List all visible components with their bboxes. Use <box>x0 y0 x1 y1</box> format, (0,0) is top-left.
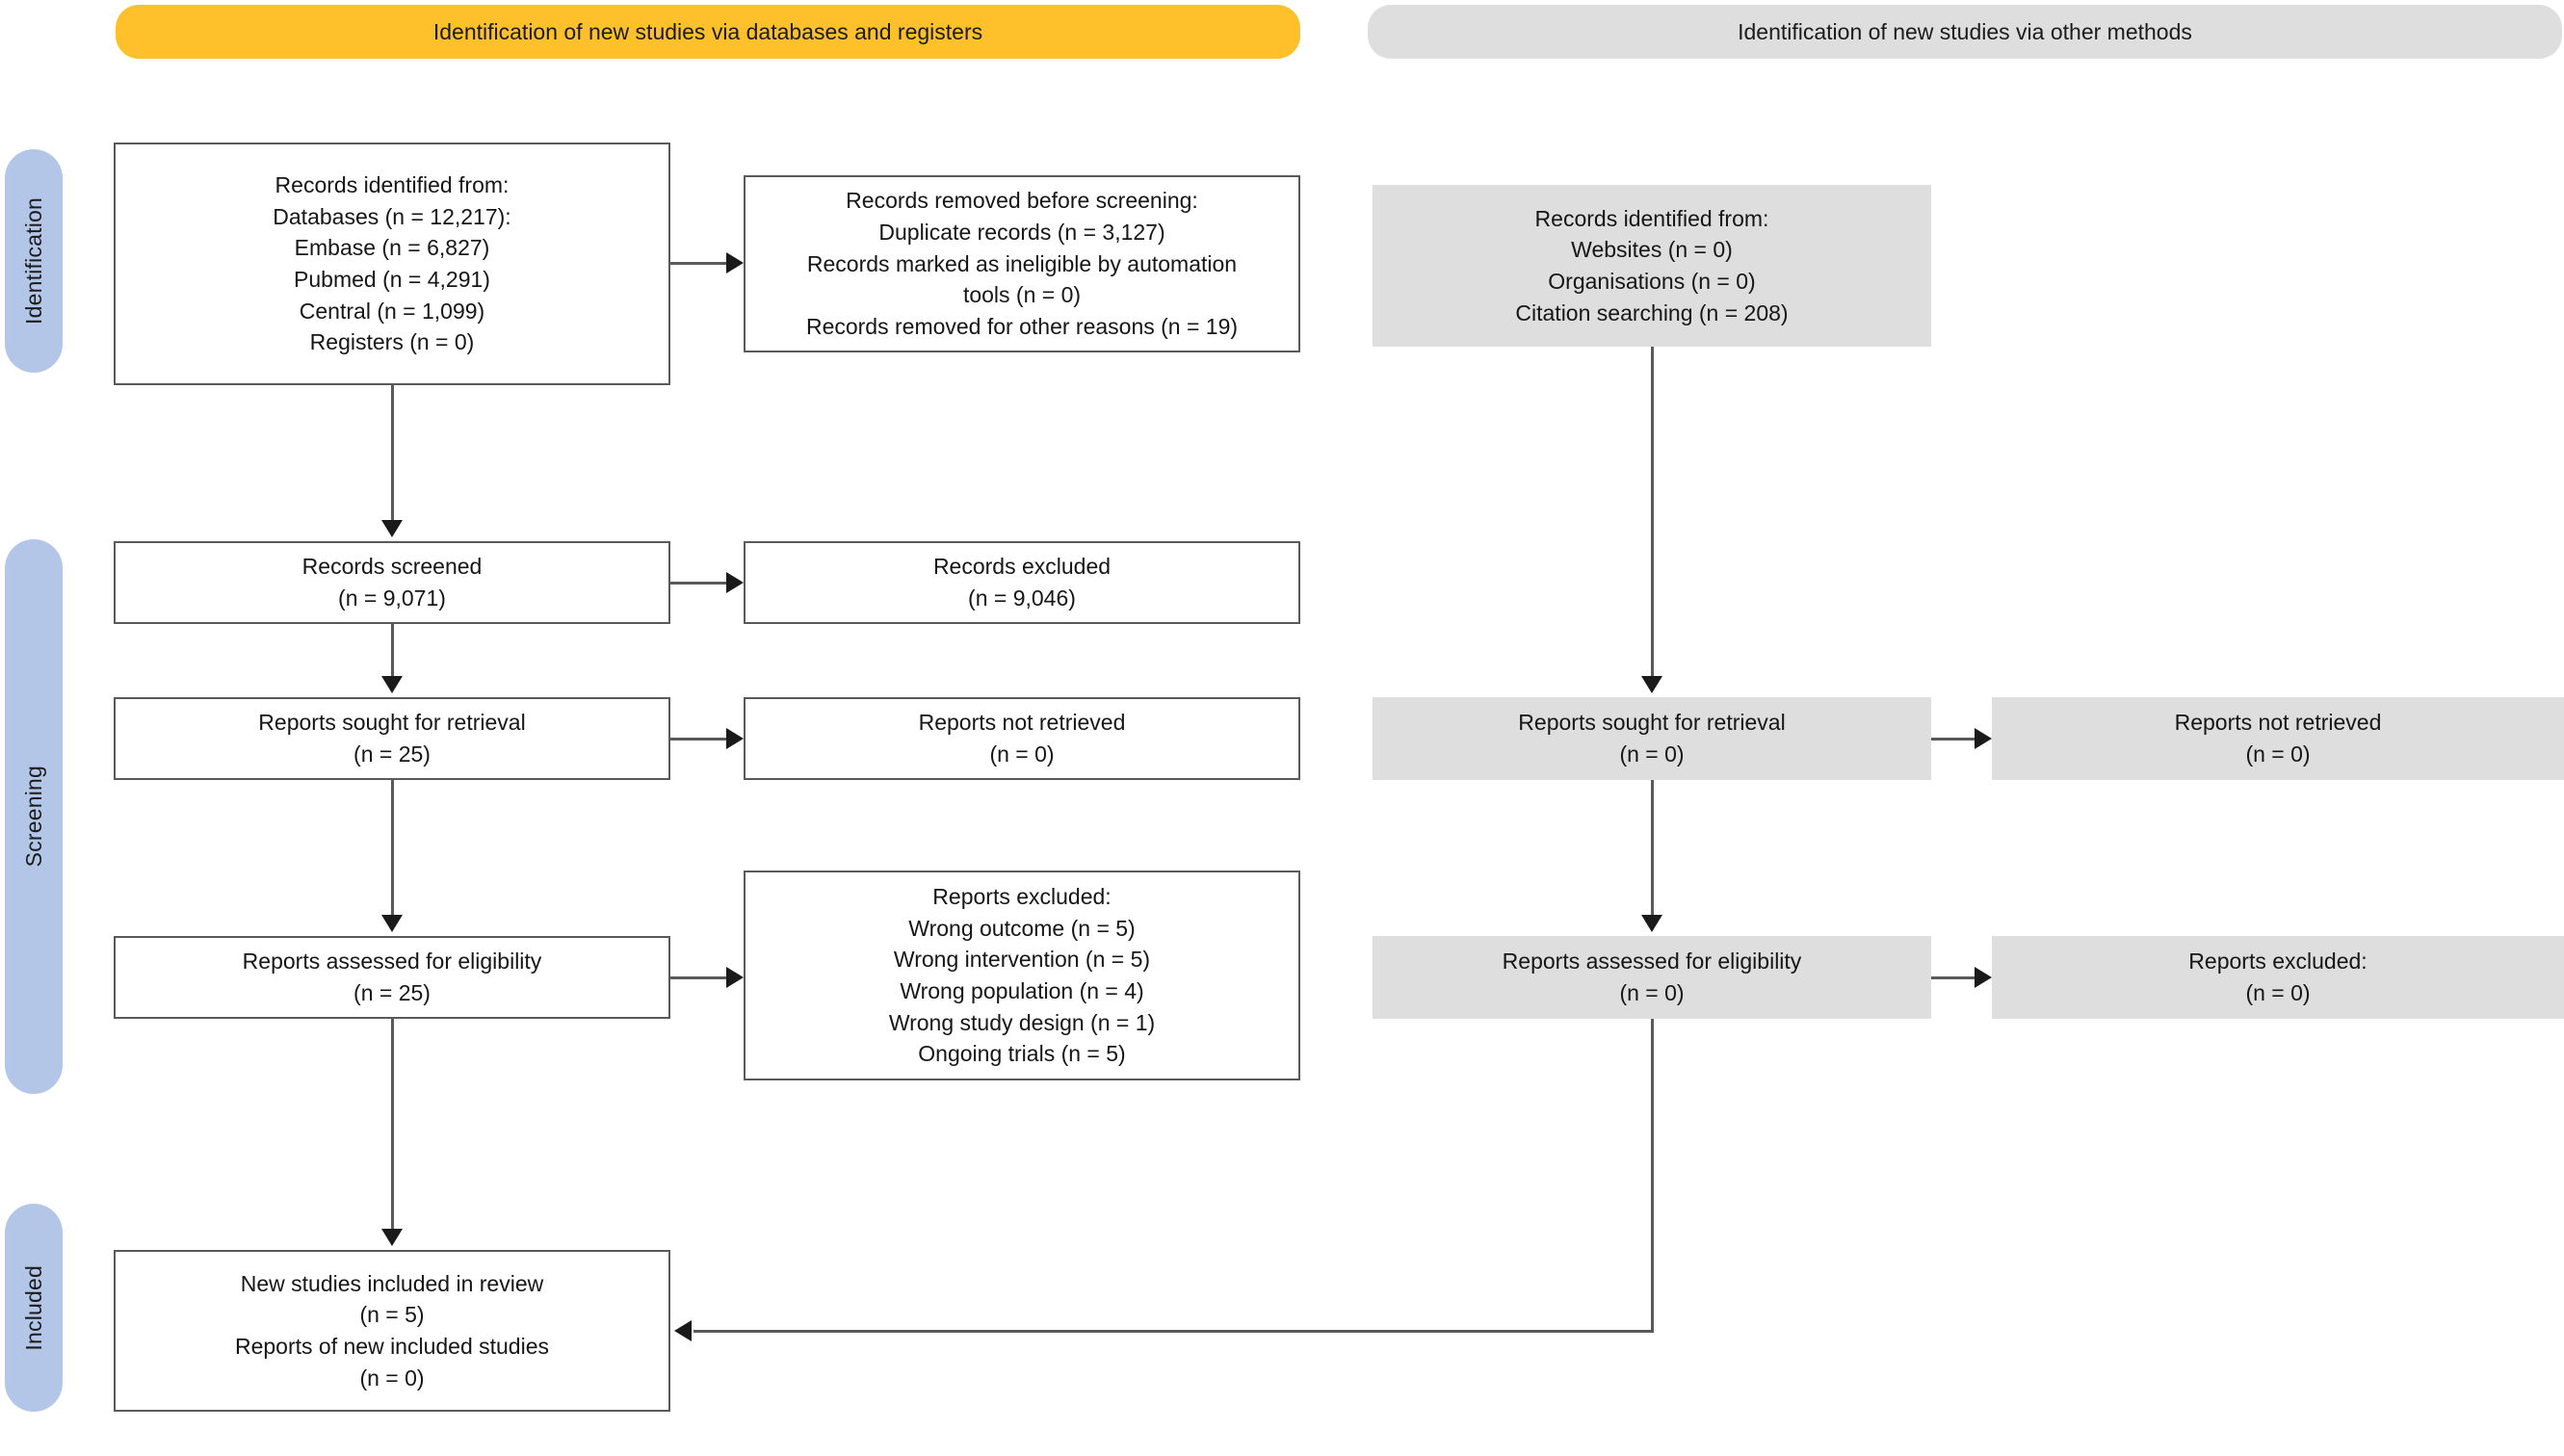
box-new-studies-included: New studies included in review (n = 5) R… <box>114 1250 670 1412</box>
reports-excluded-line-0: Reports excluded: <box>932 884 1112 910</box>
other-reports-not-retrieved-line-1: (n = 0) <box>2245 741 2311 767</box>
arrowhead-other-to-included-icon <box>674 1320 692 1341</box>
new-studies-included-line-2: Reports of new included studies <box>234 1334 550 1359</box>
connector-identified-to-screened <box>391 385 394 524</box>
other-reports-sought-line-1: (n = 0) <box>1619 741 1685 767</box>
connector-other-identified-to-sought <box>1651 347 1654 680</box>
reports-excluded-line-4: Wrong study design (n = 1) <box>888 1009 1156 1035</box>
column-header-databases: Identification of new studies via databa… <box>116 5 1300 59</box>
arrowhead-assessed-to-excluded-icon <box>726 967 744 988</box>
arrowhead-other-identified-to-sought-icon <box>1641 676 1662 693</box>
arrowhead-assessed-to-included-icon <box>381 1229 403 1246</box>
new-studies-included-line-3: (n = 0) <box>359 1365 425 1391</box>
records-removed-line-0: Records removed before screening: <box>846 188 1198 214</box>
records-screened-line-0: Records screened <box>301 554 483 580</box>
other-records-identified-line-2: Organisations (n = 0) <box>1548 269 1756 294</box>
arrowhead-identified-to-removed-icon <box>726 252 744 273</box>
records-screened-line-1: (n = 9,071) <box>338 585 446 611</box>
records-identified-line-1: Databases (n = 12,217): <box>273 203 511 229</box>
connector-screened-to-excluded <box>670 582 728 585</box>
other-reports-excluded-line-0: Reports excluded: <box>2188 949 2368 975</box>
records-identified-line-4: Central (n = 1,099) <box>299 298 485 324</box>
reports-sought-line-1: (n = 25) <box>353 741 431 767</box>
reports-excluded-line-5: Ongoing trials (n = 5) <box>918 1041 1126 1067</box>
box-reports-excluded-reasons: Reports excluded: Wrong outcome (n = 5) … <box>744 871 1300 1080</box>
records-removed-line-1: Duplicate records (n = 3,127) <box>878 220 1165 246</box>
connector-sought-to-assessed <box>391 780 394 919</box>
stage-tab-included-label: Included <box>20 1264 46 1351</box>
records-removed-line-2: Records marked as ineligible by automati… <box>806 250 1238 276</box>
records-removed-line-4: Records removed for other reasons (n = 1… <box>805 313 1239 339</box>
reports-not-retrieved-line-1: (n = 0) <box>989 741 1055 767</box>
connector-identified-to-removed <box>670 262 728 265</box>
box-other-reports-not-retrieved: Reports not retrieved (n = 0) <box>1992 697 2564 780</box>
box-other-reports-sought: Reports sought for retrieval (n = 0) <box>1373 697 1931 780</box>
other-records-identified-line-1: Websites (n = 0) <box>1571 237 1733 263</box>
records-excluded-line-1: (n = 9,046) <box>968 585 1076 611</box>
reports-assessed-line-0: Reports assessed for eligibility <box>242 949 542 975</box>
other-reports-assessed-line-0: Reports assessed for eligibility <box>1502 949 1802 975</box>
other-reports-sought-line-0: Reports sought for retrieval <box>1518 710 1786 736</box>
connector-other-assessed-to-included-vertical <box>1651 1019 1654 1333</box>
box-records-excluded: Records excluded (n = 9,046) <box>744 541 1300 624</box>
reports-excluded-line-1: Wrong outcome (n = 5) <box>908 915 1136 941</box>
connector-other-sought-to-not-retrieved <box>1931 738 1979 741</box>
connector-other-assessed-to-excluded <box>1931 976 1979 979</box>
box-reports-not-retrieved: Reports not retrieved (n = 0) <box>744 697 1300 780</box>
records-identified-line-2: Embase (n = 6,827) <box>294 235 490 261</box>
records-identified-line-3: Pubmed (n = 4,291) <box>294 267 490 292</box>
other-records-identified-line-0: Records identified from: <box>1534 205 1769 231</box>
reports-assessed-line-1: (n = 25) <box>353 980 431 1005</box>
records-identified-line-5: Registers (n = 0) <box>309 329 475 355</box>
box-records-removed: Records removed before screening: Duplic… <box>744 175 1300 352</box>
connector-assessed-to-included <box>391 1019 394 1233</box>
reports-excluded-line-3: Wrong population (n = 4) <box>900 978 1144 1003</box>
arrowhead-sought-to-not-retrieved-icon <box>726 728 744 749</box>
box-records-identified: Records identified from: Databases (n = … <box>114 143 670 385</box>
arrowhead-other-assessed-to-excluded-icon <box>1975 967 1992 988</box>
other-records-identified-line-3: Citation searching (n = 208) <box>1515 299 1789 325</box>
records-removed-line-3: tools (n = 0) <box>962 282 1082 308</box>
other-reports-assessed-line-1: (n = 0) <box>1619 980 1685 1005</box>
arrowhead-screened-to-sought-icon <box>381 676 403 693</box>
reports-excluded-line-2: Wrong intervention (n = 5) <box>893 947 1151 973</box>
other-reports-excluded-line-1: (n = 0) <box>2245 980 2311 1005</box>
records-excluded-line-0: Records excluded <box>932 554 1112 580</box>
arrowhead-other-sought-to-not-retrieved-icon <box>1975 728 1992 749</box>
stage-tab-identification: Identification <box>5 149 63 373</box>
column-header-other-methods: Identification of new studies via other … <box>1368 5 2562 59</box>
connector-screened-to-sought <box>391 624 394 680</box>
connector-assessed-to-excluded <box>670 976 728 979</box>
box-other-reports-excluded: Reports excluded: (n = 0) <box>1992 936 2564 1019</box>
connector-other-assessed-to-included-horizontal <box>693 1330 1654 1333</box>
box-records-screened: Records screened (n = 9,071) <box>114 541 670 624</box>
box-other-records-identified: Records identified from: Websites (n = 0… <box>1373 185 1931 347</box>
new-studies-included-line-0: New studies included in review <box>240 1270 544 1296</box>
reports-not-retrieved-line-0: Reports not retrieved <box>918 710 1126 736</box>
arrowhead-other-sought-to-assessed-icon <box>1641 915 1662 932</box>
stage-tab-screening-label: Screening <box>20 766 46 868</box>
box-other-reports-assessed: Reports assessed for eligibility (n = 0) <box>1373 936 1931 1019</box>
stage-tab-included: Included <box>5 1204 63 1412</box>
arrowhead-sought-to-assessed-icon <box>381 915 403 932</box>
stage-tab-screening: Screening <box>5 539 63 1094</box>
stage-tab-identification-label: Identification <box>20 197 46 325</box>
connector-other-sought-to-assessed <box>1651 780 1654 919</box>
connector-sought-to-not-retrieved <box>670 738 728 741</box>
arrowhead-screened-to-excluded-icon <box>726 572 744 593</box>
records-identified-line-0: Records identified from: <box>275 172 510 198</box>
arrowhead-identified-to-screened-icon <box>381 520 403 537</box>
reports-sought-line-0: Reports sought for retrieval <box>258 710 526 736</box>
box-reports-sought: Reports sought for retrieval (n = 25) <box>114 697 670 780</box>
other-reports-not-retrieved-line-0: Reports not retrieved <box>2174 710 2382 736</box>
new-studies-included-line-1: (n = 5) <box>359 1302 425 1328</box>
box-reports-assessed: Reports assessed for eligibility (n = 25… <box>114 936 670 1019</box>
